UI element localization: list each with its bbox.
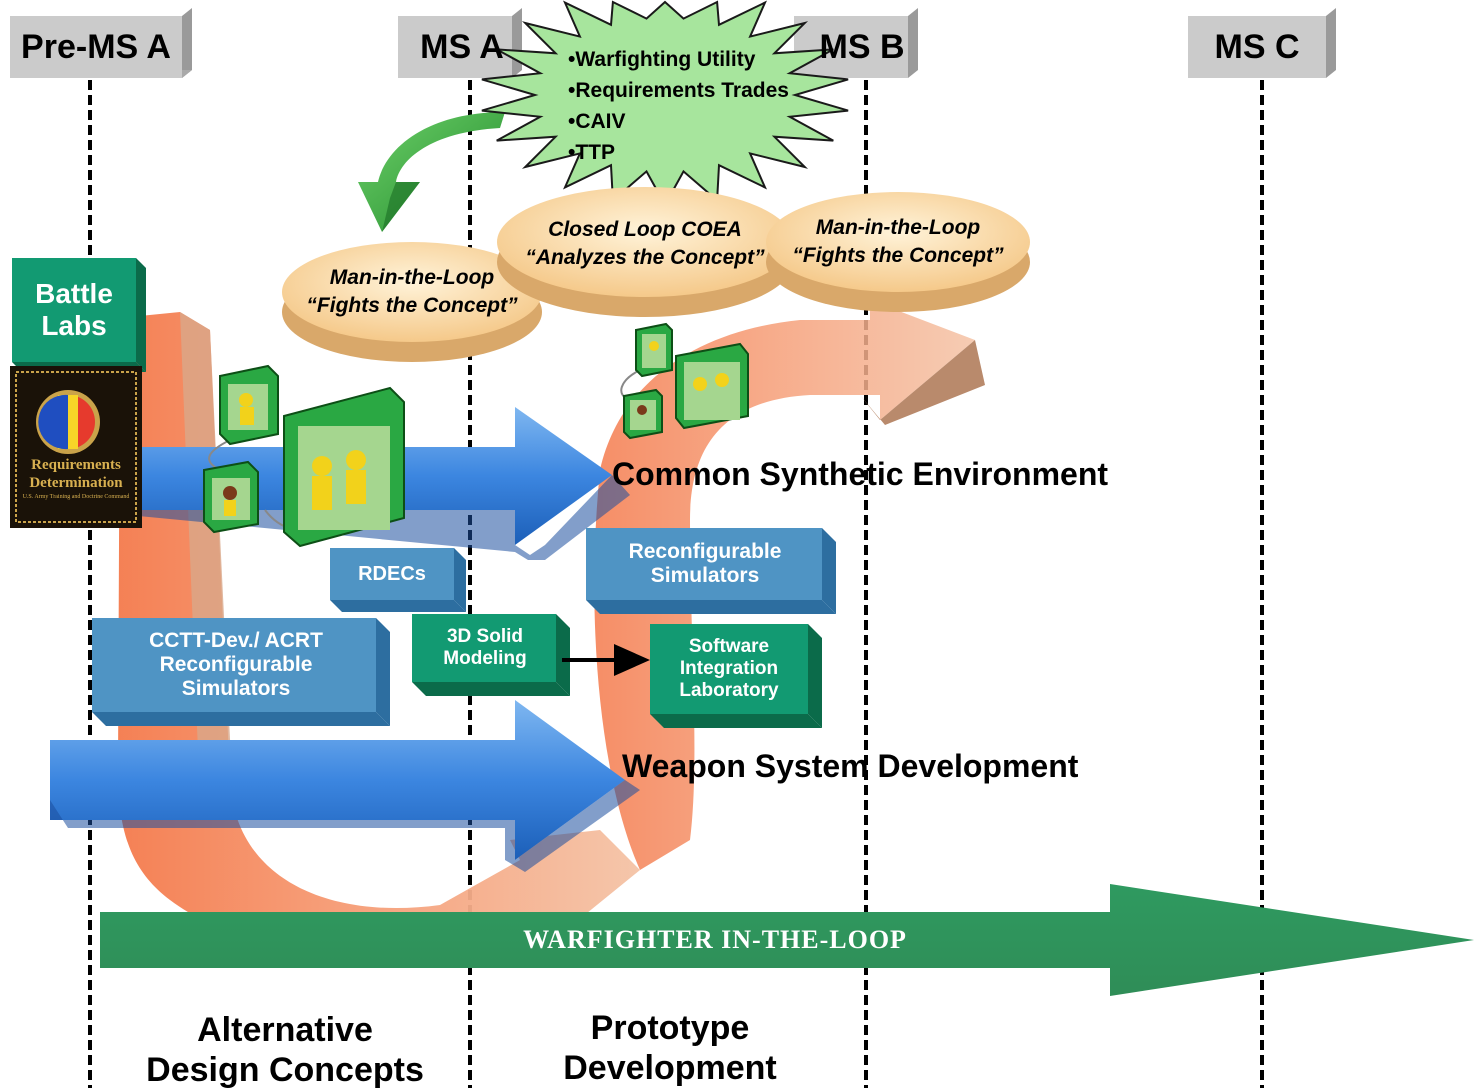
phase-label-prototype-development: Prototype Development (480, 1008, 860, 1088)
oval-line: “Analyzes the Concept” (525, 246, 765, 269)
simulator-pod-icon (623, 388, 663, 440)
milestone-boxes (10, 8, 1336, 78)
starburst-list: •Warfighting Utility •Requirements Trade… (568, 44, 789, 168)
milestone-label-ms-c: MS C (1214, 27, 1300, 66)
simulator-pod-icon (283, 386, 405, 548)
cctt-dev-box: CCTT-Dev./ ACRT Reconfigurable Simulator… (149, 628, 323, 701)
oval-man-in-the-loop-left: Man-in-the-Loop “Fights the Concept” (282, 252, 542, 332)
warfighter-arrow (100, 884, 1474, 996)
curved-green-arrow (358, 112, 505, 232)
solid-to-sil-arrow (562, 644, 650, 676)
phase-line: Development (563, 1049, 777, 1087)
common-synthetic-environment-label: Common Synthetic Environment (612, 456, 1109, 492)
milestone-label-ms-b: MS B (819, 27, 905, 66)
starburst-item: •Warfighting Utility (568, 48, 756, 71)
simulator-pod-icon (219, 364, 279, 446)
software-integration-lab-box: Software Integration Laboratory (679, 636, 779, 701)
oval-closed-loop-coea: Closed Loop COEA “Analyzes the Concept” (497, 202, 793, 286)
badge-line: Requirements (31, 457, 121, 473)
phase-line: Prototype (590, 1009, 750, 1047)
phase-label-alternative-design: Alternative Design Concepts (100, 1010, 470, 1090)
milestone-label-pre-ms-a: Pre-MS A (21, 27, 171, 66)
oval-man-in-the-loop-right: Man-in-the-Loop “Fights the Concept” (766, 202, 1030, 282)
badge-line: Determination (29, 475, 123, 491)
oval-shapes (282, 187, 1030, 362)
simulator-pod-icon (675, 342, 749, 430)
simulator-icons-right (620, 322, 749, 440)
oval-line: “Fights the Concept” (306, 294, 518, 317)
oval-line: Man-in-the-Loop (815, 215, 981, 239)
simulator-pod-icon (635, 322, 673, 378)
oval-line: “Fights the Concept” (792, 244, 1004, 267)
starburst-item: •Requirements Trades (568, 79, 789, 102)
requirements-badge: Requirements Determination U.S. Army Tra… (12, 456, 140, 502)
starburst-item: •TTP (568, 141, 616, 164)
simulator-pod-icon (203, 460, 259, 534)
simulator-icons-left (203, 364, 405, 548)
phase-line: Design Concepts (146, 1051, 424, 1089)
box-shapes (92, 528, 836, 728)
oval-line: Man-in-the-Loop (329, 265, 495, 289)
reconfigurable-simulators-box: Reconfigurable Simulators (628, 539, 782, 587)
phase-line: Alternative (197, 1011, 373, 1049)
battle-labs-title: Battle Labs (35, 277, 113, 341)
warfighter-label: WARFIGHTER IN-THE-LOOP (523, 925, 907, 954)
milestone-label-ms-a: MS A (420, 27, 504, 66)
badge-subtitle: U.S. Army Training and Doctrine Command (22, 494, 130, 500)
solid-modeling-box: 3D Solid Modeling (443, 626, 527, 669)
blue-arrow-lower (50, 700, 640, 872)
battle-labs-graphic (10, 258, 146, 528)
rdecs-box: RDECs (358, 562, 426, 585)
oval-line: Closed Loop COEA (548, 217, 742, 241)
starburst-item: •CAIV (568, 110, 626, 133)
weapon-system-development-label: Weapon System Development (622, 748, 1079, 784)
